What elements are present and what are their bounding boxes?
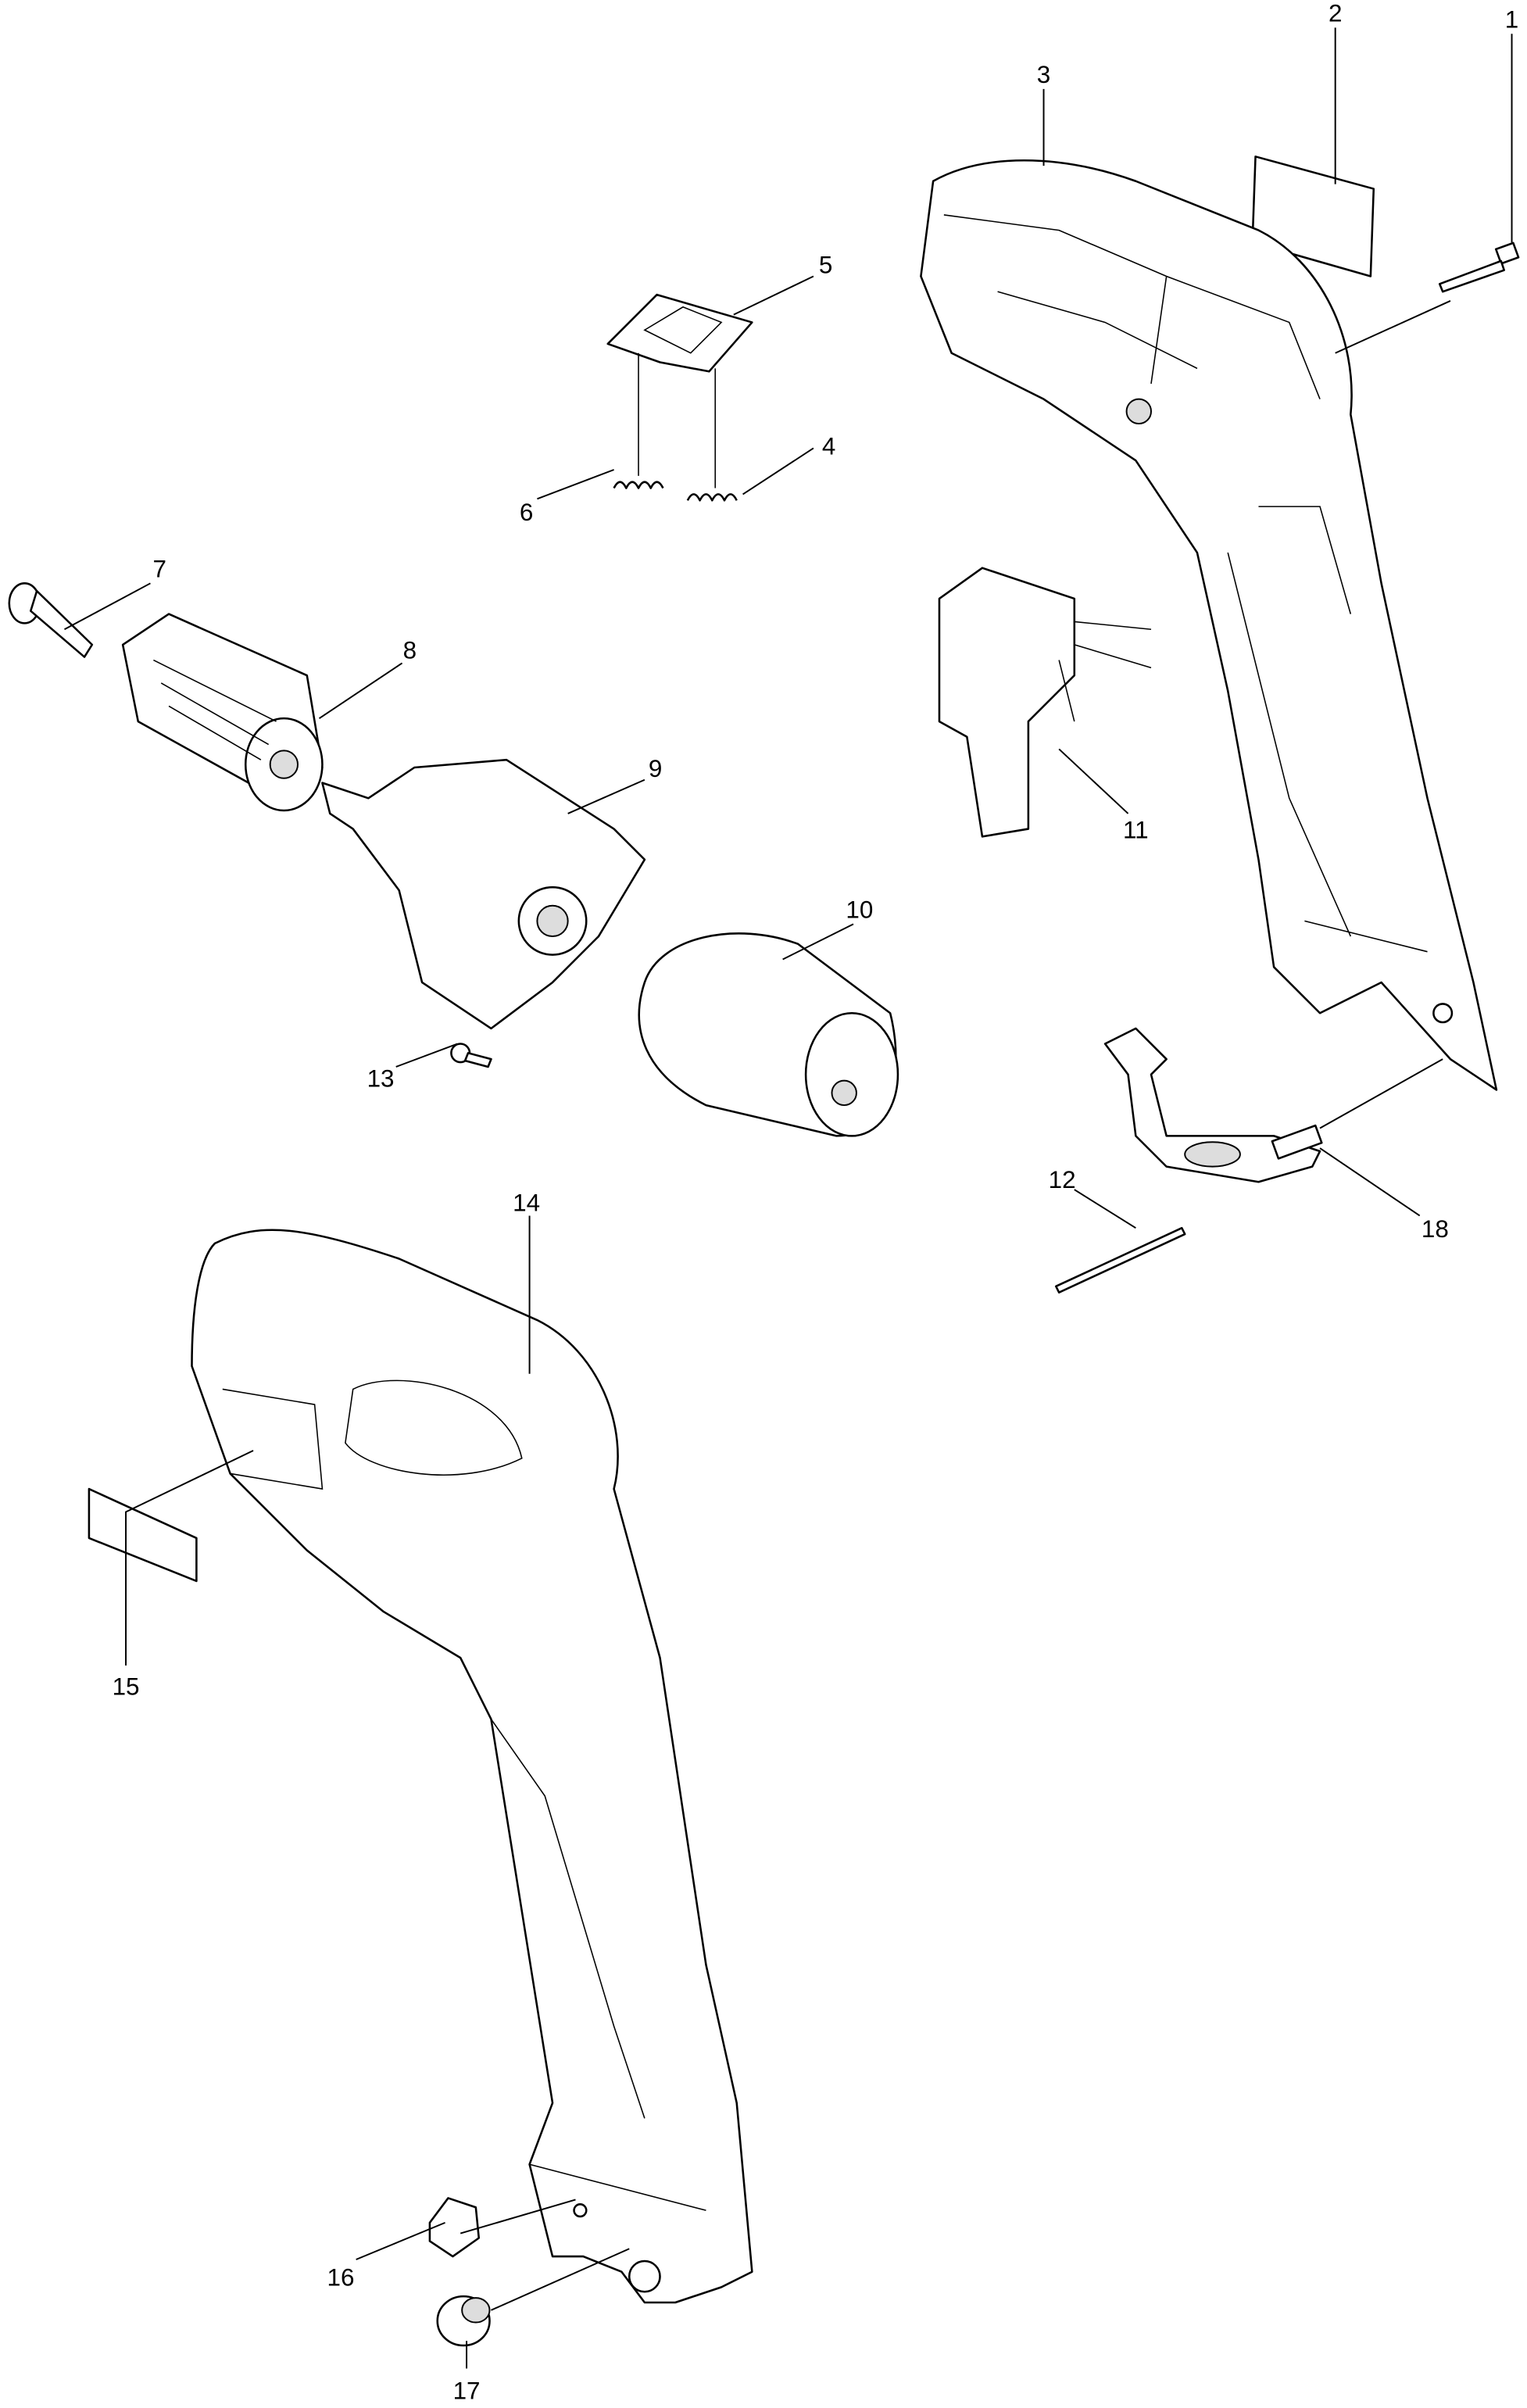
- part-8-chuck: [121, 613, 324, 812]
- callout-4: 4: [822, 432, 835, 460]
- callout-8: 8: [403, 637, 417, 664]
- leader-lines: [64, 27, 1513, 2369]
- callout-18: 18: [1422, 1215, 1449, 1243]
- part-3-housing-right: [920, 159, 1498, 1091]
- callout-10: 10: [846, 896, 873, 923]
- part-13-screw: [450, 1043, 492, 1068]
- part-4-spring: [686, 493, 738, 502]
- callout-13: 13: [367, 1065, 395, 1093]
- callout-15: 15: [113, 1673, 140, 1700]
- callout-7: 7: [153, 555, 166, 582]
- callout-5: 5: [819, 252, 832, 279]
- part-16-clip: [428, 2197, 481, 2258]
- part-7-screw: [8, 582, 94, 658]
- callout-16: 16: [327, 2263, 355, 2291]
- callout-17: 17: [453, 2378, 481, 2405]
- part-1-screw: [1438, 242, 1520, 293]
- part-18-bracket: [1103, 1027, 1323, 1183]
- callout-12: 12: [1049, 1166, 1076, 1193]
- part-11-switch: [938, 567, 1152, 838]
- callout-3: 3: [1037, 61, 1050, 88]
- callout-6: 6: [520, 499, 533, 526]
- part-17-cap: [436, 2295, 491, 2347]
- part-9-gear-assembly: [321, 758, 646, 1030]
- callout-11: 11: [1123, 816, 1149, 843]
- part-15-label: [88, 1487, 198, 1583]
- part-5-switch-button: [606, 293, 753, 373]
- part-10-motor: [638, 932, 899, 1137]
- part-14-housing-left: [191, 1229, 753, 2304]
- callout-9: 9: [649, 755, 662, 782]
- part-6-spring: [613, 481, 664, 489]
- callout-1: 1: [1505, 5, 1518, 33]
- part-12-pin: [1054, 1226, 1186, 1293]
- callout-14: 14: [513, 1190, 540, 1217]
- callout-2: 2: [1329, 0, 1342, 27]
